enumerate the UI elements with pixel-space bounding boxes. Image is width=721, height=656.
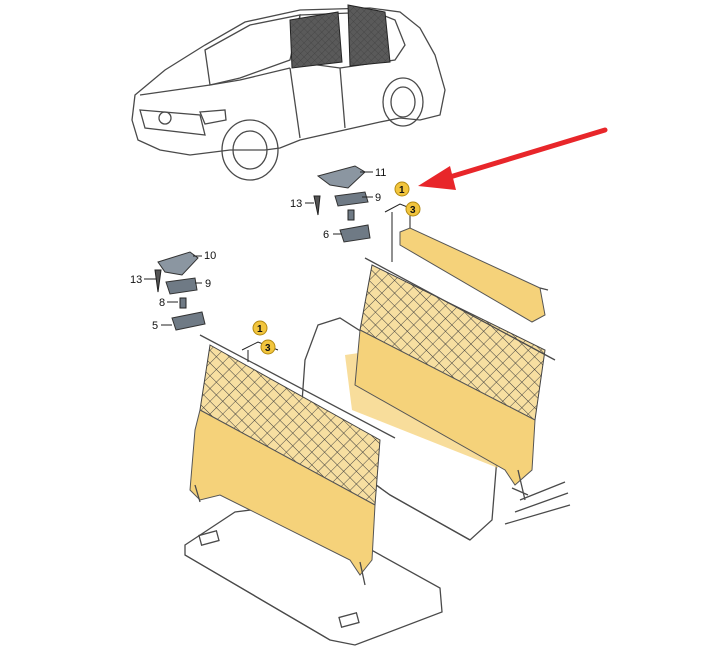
net-assembly-rear <box>345 257 556 501</box>
vehicle-illustration <box>131 4 446 181</box>
hardware-group-lower <box>154 251 206 331</box>
badge-front-bottom: 3 <box>265 343 271 354</box>
callout-8: 8 <box>159 297 165 309</box>
car-net-left <box>289 11 343 69</box>
callout-9-upper: 9 <box>375 192 381 204</box>
net-assembly-front <box>189 334 396 586</box>
badge-front-top: 1 <box>257 324 263 335</box>
callout-5: 5 <box>152 320 158 332</box>
callout-10: 10 <box>204 250 216 262</box>
car-net-right <box>347 4 391 67</box>
group-badge-front: 1 3 <box>252 320 276 355</box>
badge-rear-top: 1 <box>399 185 405 196</box>
group-badge-rear: 1 3 <box>394 181 421 217</box>
callout-13-upper: 13 <box>290 198 302 210</box>
callout-6: 6 <box>323 229 329 241</box>
hardware-group-upper <box>313 165 371 243</box>
callout-labels: 11 9 13 6 10 13 9 8 5 <box>130 167 386 332</box>
pointer-arrow <box>418 127 608 190</box>
callout-11: 11 <box>375 167 386 179</box>
badge-rear-bottom: 3 <box>410 205 416 216</box>
callout-9-lower: 9 <box>205 278 211 290</box>
callout-13-lower: 13 <box>130 274 142 286</box>
